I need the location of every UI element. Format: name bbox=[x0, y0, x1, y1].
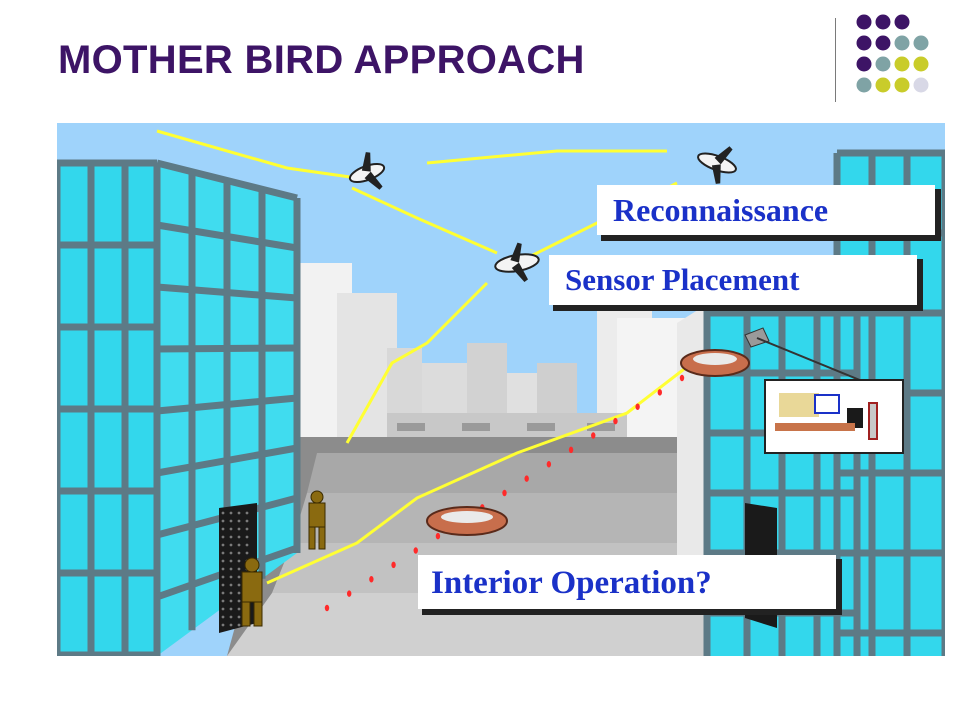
decor-dot bbox=[856, 77, 872, 93]
reconnaissance-label-box: Reconnaissance bbox=[597, 185, 941, 241]
decor-dot bbox=[913, 56, 929, 72]
decor-dot bbox=[856, 56, 872, 72]
slide-title: MOTHER BIRD APPROACH bbox=[58, 38, 585, 82]
laser-dot bbox=[635, 403, 640, 410]
decor-dot bbox=[856, 35, 872, 51]
left-building bbox=[57, 159, 301, 656]
laser-dot bbox=[391, 561, 396, 569]
uav-2 bbox=[697, 146, 737, 184]
interior-operation-label: Interior Operation? bbox=[431, 565, 712, 601]
laser-dot bbox=[613, 417, 618, 425]
decor-dot bbox=[875, 77, 891, 93]
interior-operation-label-box: Interior Operation? bbox=[418, 555, 842, 615]
laser-dot bbox=[657, 389, 663, 396]
laser-dot bbox=[346, 590, 352, 597]
wall-sensor bbox=[744, 327, 868, 384]
laser-dot bbox=[413, 547, 418, 554]
decor-dot bbox=[875, 56, 891, 72]
laser-dot bbox=[324, 604, 330, 612]
laser-trail bbox=[324, 374, 685, 612]
street bbox=[227, 437, 747, 656]
title-divider bbox=[835, 18, 836, 102]
sensor-placement-label-box: Sensor Placement bbox=[549, 255, 923, 311]
uav-1 bbox=[348, 152, 386, 190]
reconnaissance-label: Reconnaissance bbox=[613, 192, 828, 228]
decor-dot bbox=[875, 14, 891, 30]
decor-dot bbox=[894, 56, 910, 72]
decor-dot bbox=[894, 77, 910, 93]
decor-dot bbox=[913, 35, 929, 51]
laser-dot bbox=[369, 576, 374, 583]
soldier-far bbox=[308, 490, 326, 550]
decor-dot bbox=[856, 14, 872, 30]
decor-dot bbox=[894, 14, 910, 30]
laser-dot bbox=[502, 489, 507, 497]
sensor-disc-lower bbox=[426, 506, 508, 536]
laser-dot bbox=[524, 475, 529, 482]
laser-dot bbox=[591, 432, 596, 439]
laser-dot bbox=[546, 461, 552, 468]
urban-operation-diagram: Reconnaissance Sensor Placement Interior… bbox=[57, 123, 945, 656]
laser-dot bbox=[679, 374, 685, 382]
laser-dot bbox=[568, 446, 574, 454]
decor-dot bbox=[913, 77, 929, 93]
decor-dot bbox=[894, 35, 910, 51]
uav-3 bbox=[494, 242, 540, 283]
laser-dot bbox=[435, 532, 441, 540]
decor-dot bbox=[875, 35, 891, 51]
control-room-inset bbox=[764, 379, 904, 454]
decorative-dot-grid bbox=[856, 14, 929, 93]
sensor-disc-upper bbox=[680, 349, 750, 377]
sensor-placement-label: Sensor Placement bbox=[565, 262, 800, 297]
soldier-near bbox=[241, 557, 263, 627]
